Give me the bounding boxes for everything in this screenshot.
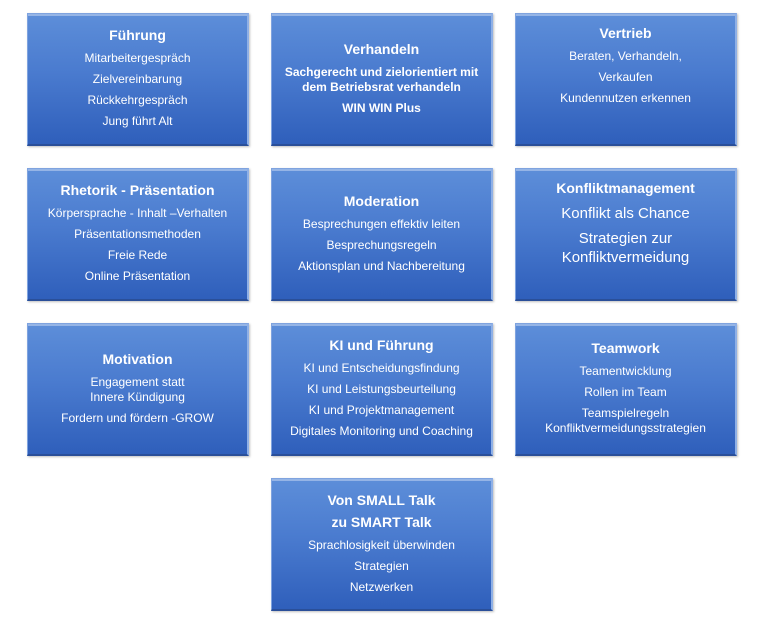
topic-item: Verkaufen [598, 70, 653, 84]
topic-title: Von SMALL Talk [327, 491, 436, 508]
topic-item: Besprechungsregeln [326, 237, 437, 252]
topic-item: Sprachlosigkeit überwinden [308, 537, 455, 552]
topic-item: Netzwerken [349, 579, 414, 594]
topic-item: Mitarbeitergespräch [84, 51, 191, 65]
topic-item: Engagement statt Innere Kündigung [90, 374, 185, 404]
topic-title: Teamwork [591, 340, 660, 356]
topic-item: Online Präsentation [84, 269, 191, 283]
topic-title: Moderation [343, 192, 420, 209]
topic-item: WIN WIN Plus [342, 100, 421, 115]
topic-item: Zielvereinbarung [92, 72, 183, 86]
topic-title: Motivation [102, 350, 173, 367]
topic-box-ki-fuehrung: KI und Führung KI und Entscheidungsfindun… [271, 323, 493, 456]
topic-item: Teamentwicklung [579, 364, 672, 378]
topic-item: Präsentationsmethoden [74, 227, 201, 241]
topic-item: Digitales Monitoring und Coaching [290, 424, 473, 438]
topic-item: Sachgerecht und zielorientiert mit dem B… [284, 64, 479, 94]
topic-title: KI und Führung [329, 337, 434, 353]
topic-title: Führung [109, 27, 166, 43]
topic-item: Teamspielregeln Konfliktvermeidungsstrat… [545, 406, 706, 435]
topic-item: Jung führt Alt [102, 114, 173, 128]
topic-item: KI und Leistungsbeurteilung [307, 382, 456, 396]
topic-title: Verhandeln [343, 40, 420, 57]
topic-title: Konfliktmanagement [556, 180, 695, 196]
topic-title: Vertrieb [599, 25, 652, 41]
topic-item: Strategien zur Konfliktvermeidung [561, 230, 690, 266]
topic-item: Rollen im Team [584, 385, 667, 399]
topic-item: Beraten, Verhandeln, [569, 49, 682, 63]
topic-item: Besprechungen effektiv leiten [302, 216, 461, 231]
topic-item: KI und Projektmanagement [308, 403, 455, 417]
topic-item: Rückkehrgespräch [87, 93, 188, 107]
topic-item: Konflikt als Chance [561, 205, 690, 222]
topic-title: Rhetorik - Präsentation [60, 182, 215, 198]
topic-title: zu SMART Talk [331, 513, 432, 530]
topic-item: Körpersprache - Inhalt –Verhalten [47, 206, 228, 220]
topic-item: Freie Rede [107, 248, 168, 262]
topic-item: Aktionsplan und Nachbereitung [298, 258, 465, 273]
topic-item: Kundennutzen erkennen [560, 91, 691, 105]
topic-item: Strategien [354, 558, 409, 573]
topic-item: Fordern und fördern -GROW [61, 410, 214, 425]
topic-item: KI und Entscheidungsfindung [303, 361, 460, 375]
